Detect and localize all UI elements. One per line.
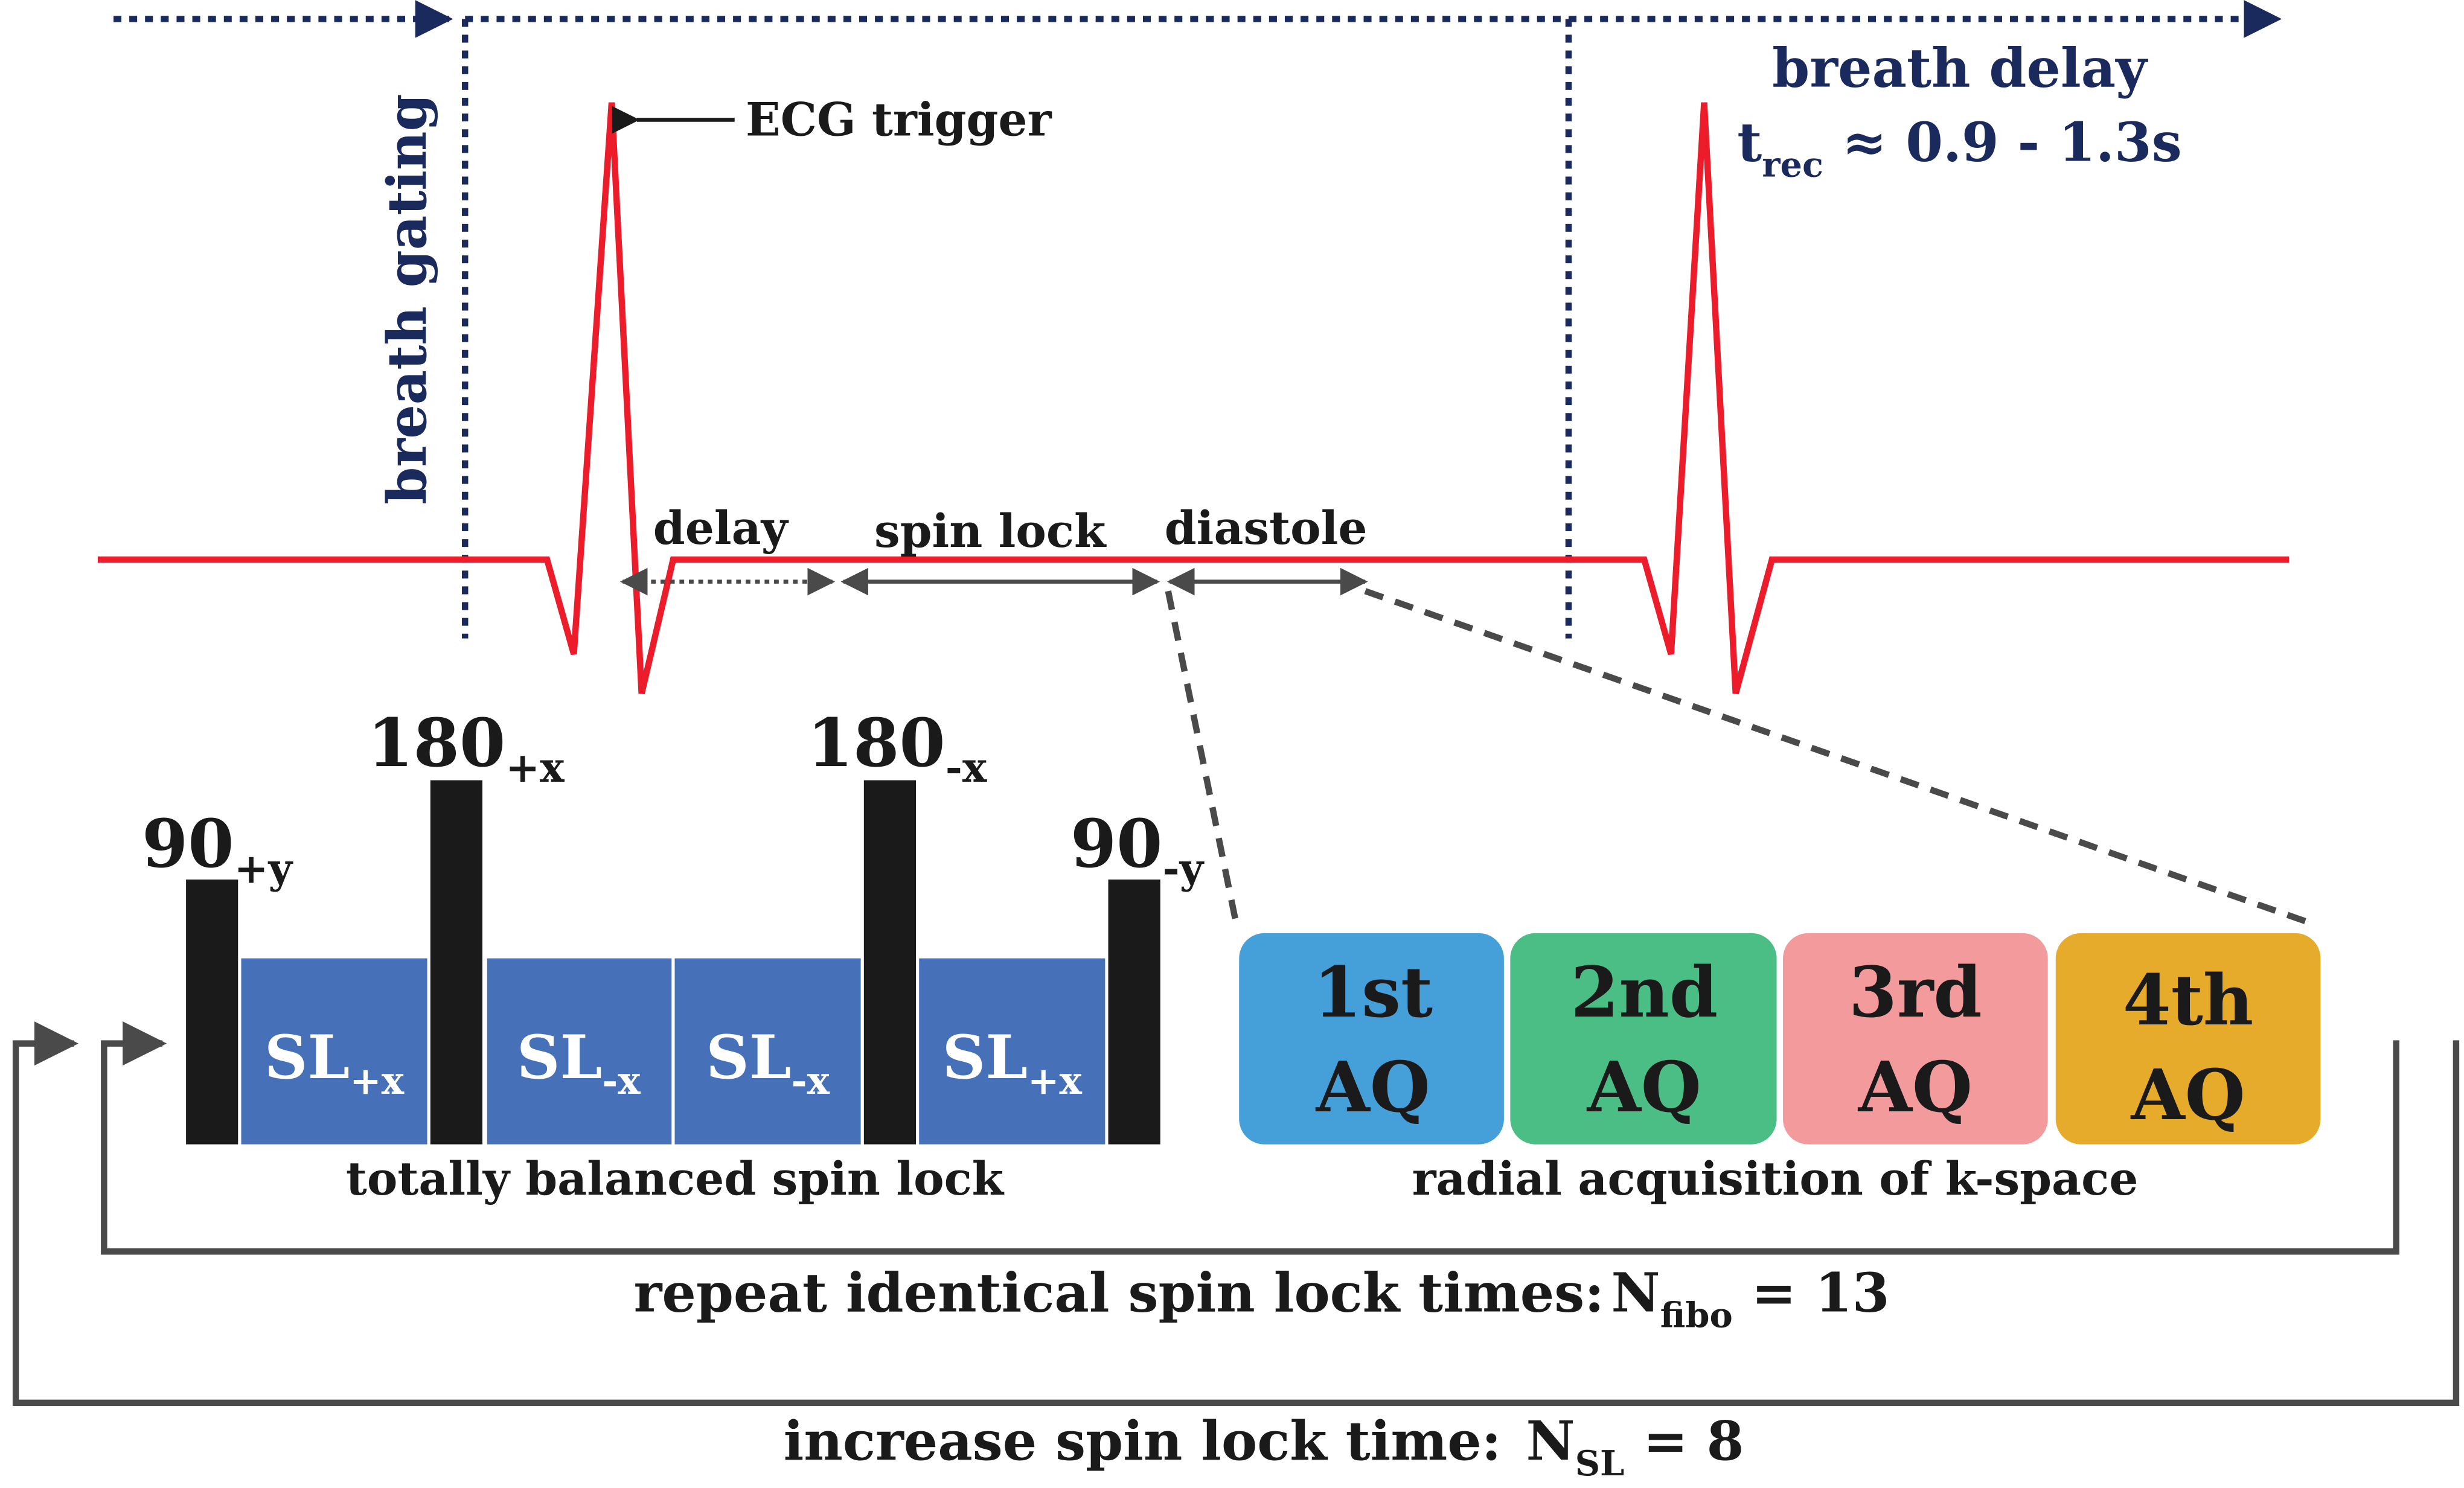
pulse-label-sub: +x	[505, 744, 565, 792]
pulse-label: 90+y	[142, 805, 293, 893]
aq-line1: 2nd	[1570, 952, 1718, 1033]
outer-loop-label: increase spin lock time:	[784, 1410, 1502, 1472]
sl-label-sub: -x	[792, 1058, 830, 1103]
aq-block-3	[1783, 933, 2048, 1145]
trec-sub: rec	[1762, 144, 1823, 185]
inner-loop-count: Nfibo = 13	[1611, 1261, 1889, 1335]
inner-loop-bracket	[101, 1021, 2399, 1255]
pulse-180-plus-x	[430, 780, 482, 1145]
pulse-label-main: 90	[142, 805, 234, 883]
trec-value: ≈ 0.9 - 1.3s	[1823, 110, 2182, 173]
aq-caption: radial acquisition of k-space	[1412, 1152, 2139, 1205]
sl-label: SL-x	[517, 1023, 641, 1103]
aq-block-2	[1510, 933, 1777, 1145]
outer-loop-bracket	[12, 1021, 2460, 1407]
trec-main: t	[1737, 110, 1762, 173]
ecg-trigger-label: ECG trigger	[746, 93, 1052, 147]
pulse-label: 180-x	[807, 704, 987, 792]
aq-block-1	[1239, 933, 1504, 1145]
sl-label: SL-x	[706, 1023, 830, 1103]
pulse-label-main: 180	[807, 704, 946, 782]
aq-line1: 4th	[2123, 960, 2254, 1041]
inner-n-value: = 13	[1733, 1261, 1890, 1324]
pulse-90-minus-y	[1108, 880, 1160, 1145]
inner-loop-text: repeat identical spin lock times:	[634, 1261, 1604, 1324]
inner-loop-label: repeat identical spin lock times:	[634, 1261, 1604, 1324]
pulse-label-main: 180	[367, 704, 505, 782]
aq-block-4	[2055, 933, 2321, 1145]
pulse-label: 180+x	[367, 704, 565, 792]
delay-label: delay	[653, 501, 789, 555]
sl-label-sub: -x	[602, 1058, 641, 1103]
pulse-label-sub: +y	[234, 845, 294, 893]
sl-label-main: SL	[264, 1023, 350, 1093]
aq-line1: 1st	[1313, 952, 1433, 1033]
sl-label-main: SL	[517, 1023, 602, 1093]
outer-n-main: N	[1526, 1410, 1575, 1472]
sl-caption: totally balanced spin lock	[346, 1152, 1005, 1205]
sl-label-sub: +x	[350, 1058, 404, 1103]
sl-label-sub: +x	[1028, 1058, 1082, 1103]
pulse-label-sub: -y	[1162, 845, 1205, 893]
breath-gating-label: breath gating	[376, 94, 438, 504]
zoom-line-right	[1364, 588, 2309, 925]
inner-n-sub: fibo	[1660, 1295, 1733, 1336]
aq-line2: AQ	[1587, 1047, 1701, 1128]
outer-n-value: = 8	[1624, 1410, 1744, 1472]
breath-delay-label: breath delay	[1772, 37, 2148, 100]
outer-n-sub: SL	[1575, 1443, 1625, 1484]
sl-block	[674, 958, 861, 1145]
aq-line1: 3rd	[1849, 952, 1982, 1033]
sl-block	[919, 958, 1106, 1145]
zoom-line-left	[1165, 590, 1241, 931]
trec-label: trec ≈ 0.9 - 1.3s	[1737, 110, 2181, 185]
aq-line2: AQ	[2130, 1055, 2245, 1136]
sl-label-main: SL	[706, 1023, 791, 1093]
pulse-90-plus-y	[186, 880, 238, 1145]
sl-label: SL+x	[942, 1023, 1083, 1103]
pulse-180-minus-x	[863, 780, 916, 1145]
pulse-label-main: 90	[1070, 805, 1163, 883]
aq-line2: AQ	[1858, 1047, 1973, 1128]
ecg-trace	[97, 102, 2290, 695]
outer-loop-count: NSL = 8	[1526, 1410, 1744, 1484]
outer-loop-text: increase spin lock time:	[784, 1410, 1502, 1472]
sl-block	[241, 958, 427, 1145]
sl-label-main: SL	[942, 1023, 1028, 1093]
sl-block	[487, 958, 672, 1145]
inner-n-main: N	[1611, 1261, 1660, 1324]
aq-line2: AQ	[1316, 1047, 1430, 1128]
spin-lock-label: spin lock	[874, 504, 1107, 558]
spin-lock-module	[186, 780, 1160, 1145]
diastole-label: diastole	[1165, 501, 1368, 555]
pulse-label-sub: -x	[946, 744, 987, 792]
sl-label: SL+x	[264, 1023, 405, 1103]
breath-gating-lines	[113, 0, 2282, 639]
pulse-label: 90-y	[1070, 805, 1205, 893]
